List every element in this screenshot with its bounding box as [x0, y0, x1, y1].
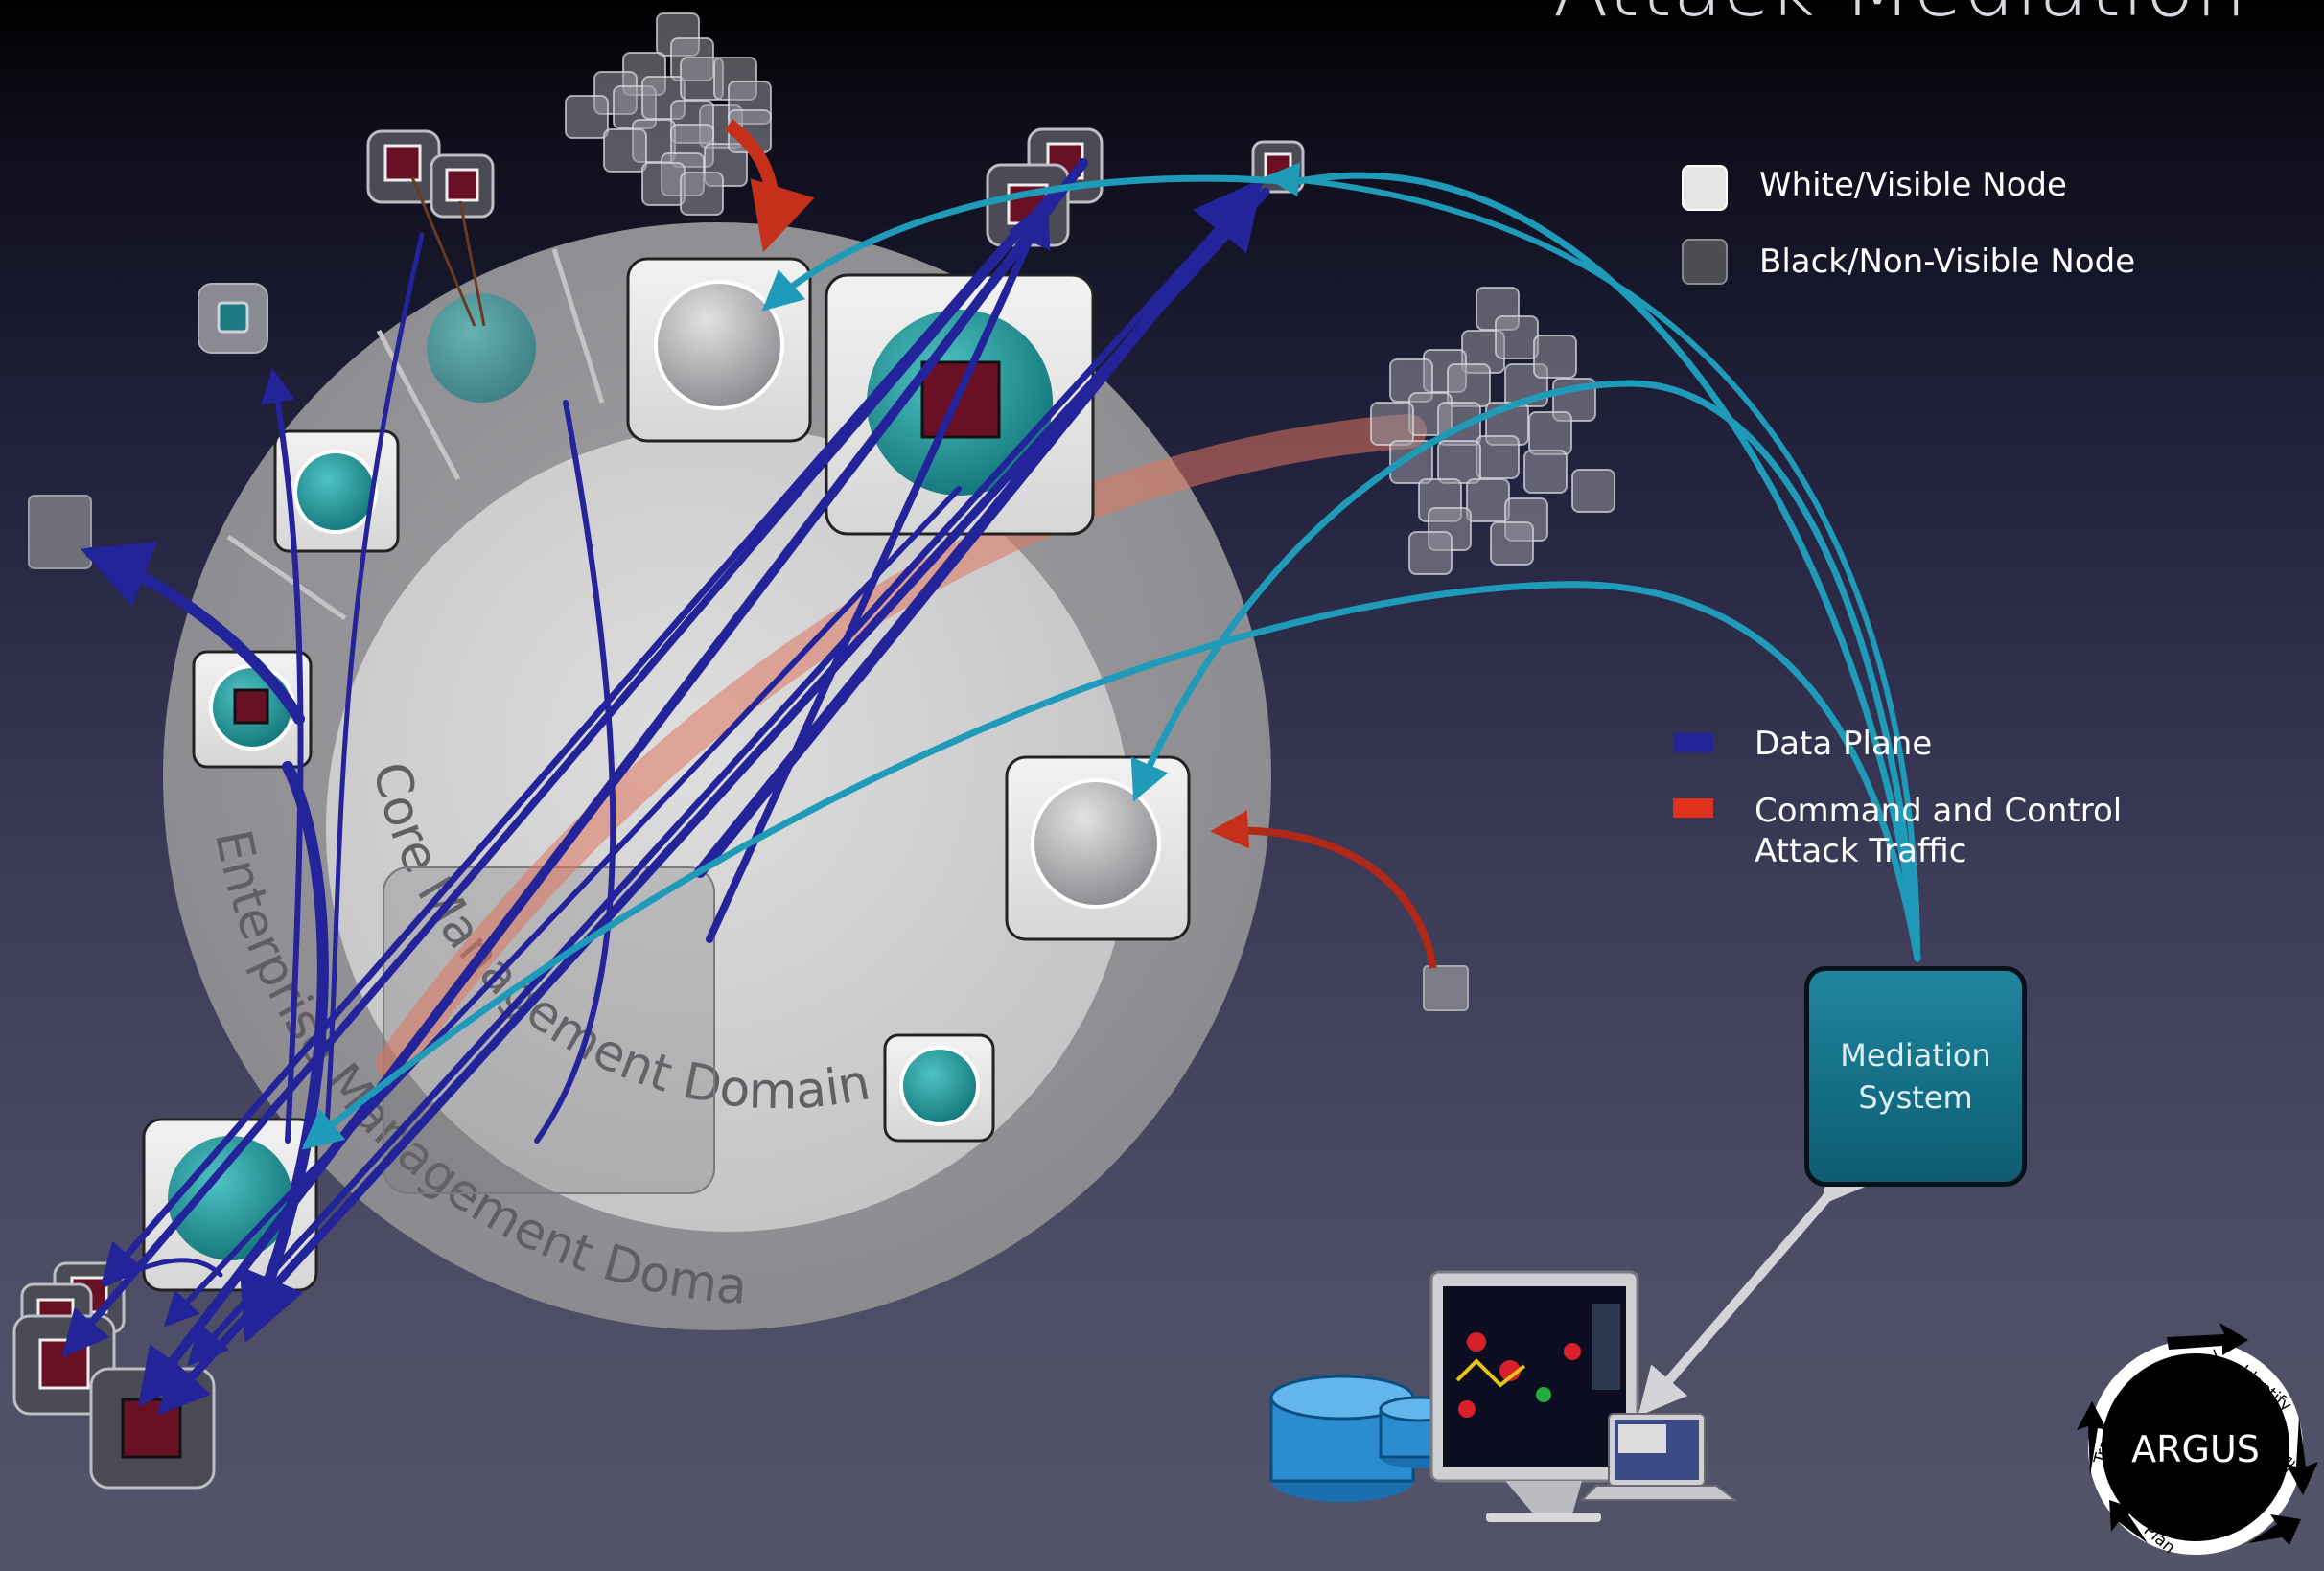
- page-title: Attack Mediation: [1553, 0, 2247, 35]
- legend-black-node-swatch: [1682, 239, 1728, 285]
- attacker-node: [565, 95, 609, 139]
- data-plane-arrow: [239, 761, 329, 1344]
- attacker-node: [1528, 411, 1572, 455]
- attacker-node: [1523, 450, 1568, 494]
- attacker-node: [1370, 402, 1414, 446]
- data-plane-arrow: [61, 193, 1054, 1358]
- attacker-cluster-right: [1370, 287, 1615, 575]
- attacker-node: [1490, 521, 1534, 566]
- attacker-cluster-top: [565, 12, 772, 216]
- legend-data-plane-label: Data Plane: [1755, 725, 1933, 763]
- attacker-node: [603, 128, 647, 173]
- outer-node-pair-top[interactable]: [366, 129, 495, 219]
- data-plane-arrow: [261, 368, 304, 1144]
- attacker-node: [1495, 315, 1539, 359]
- mediation-arrows: [301, 162, 1921, 1150]
- attacker-node: [641, 162, 686, 206]
- legend-c2-label: Command and Control Attack Traffic: [1755, 791, 2122, 871]
- attacker-node: [1408, 531, 1452, 575]
- data-plane-arrow: [80, 542, 305, 725]
- legend-black-node-label: Black/Non-Visible Node: [1759, 243, 2136, 281]
- legend-data-plane-swatch: [1673, 733, 1713, 752]
- mediation-arrow: [1265, 162, 1920, 961]
- laptop-icon: [1579, 1413, 1738, 1501]
- attacker-node: [1571, 469, 1615, 513]
- data-plane-arrow: [706, 198, 1051, 943]
- attacker-node: [1476, 435, 1520, 479]
- argus-logo: ARGUS Control Identify Analyze Plan Trac…: [2077, 1323, 2318, 1558]
- argus-name: ARGUS: [2131, 1428, 2260, 1470]
- mediation-arrow: [1130, 380, 1921, 962]
- data-plane-arrow: [101, 217, 1030, 1285]
- legend-c2-swatch: [1673, 798, 1713, 818]
- legend-c2-line2: Attack Traffic: [1755, 832, 1967, 870]
- legend-white-node-label: White/Visible Node: [1759, 166, 2067, 204]
- attacker-node: [1533, 335, 1577, 379]
- node-card-top-gray[interactable]: [626, 257, 812, 443]
- database-icon: [1269, 1375, 1459, 1502]
- attacker-node: [680, 172, 724, 216]
- c2-link-brown: [410, 176, 486, 327]
- mediation-line1: Mediation: [1840, 1037, 1991, 1074]
- legend-c2-line1: Command and Control: [1755, 792, 2123, 830]
- c2-arrow-top: [724, 119, 815, 253]
- mediation-line2: System: [1858, 1079, 1973, 1116]
- attacker-node: [1466, 478, 1510, 522]
- data-plane-arrow: [187, 178, 1265, 1367]
- c2-arrow-right: [1210, 810, 1437, 969]
- mediation-workstation-link: [1638, 1153, 1871, 1417]
- node-card-right-gray[interactable]: [1005, 755, 1191, 941]
- legend-white-node-swatch: [1682, 165, 1728, 211]
- outer-node-teal-top-left[interactable]: [198, 283, 268, 354]
- data-plane-arrow: [103, 1258, 223, 1287]
- mediation-arrow: [301, 581, 1921, 1150]
- mediation-system-box[interactable]: Mediation System: [1804, 966, 2027, 1187]
- node-card-small-teal-bottom[interactable]: [883, 1033, 995, 1143]
- mediation-arrow: [761, 172, 1921, 962]
- node-card-left-maroon[interactable]: [192, 650, 313, 769]
- node-ring-teal-top[interactable]: [427, 293, 536, 403]
- outer-node-left[interactable]: [28, 495, 92, 569]
- outer-node-c2-source[interactable]: [1423, 965, 1469, 1011]
- monitor-icon: [1429, 1270, 1639, 1522]
- attacker-node: [1447, 363, 1491, 407]
- node-card-bottom-left-teal[interactable]: [142, 1118, 318, 1292]
- data-plane-arrows: [61, 158, 1270, 1416]
- attacker-node: [1437, 440, 1481, 484]
